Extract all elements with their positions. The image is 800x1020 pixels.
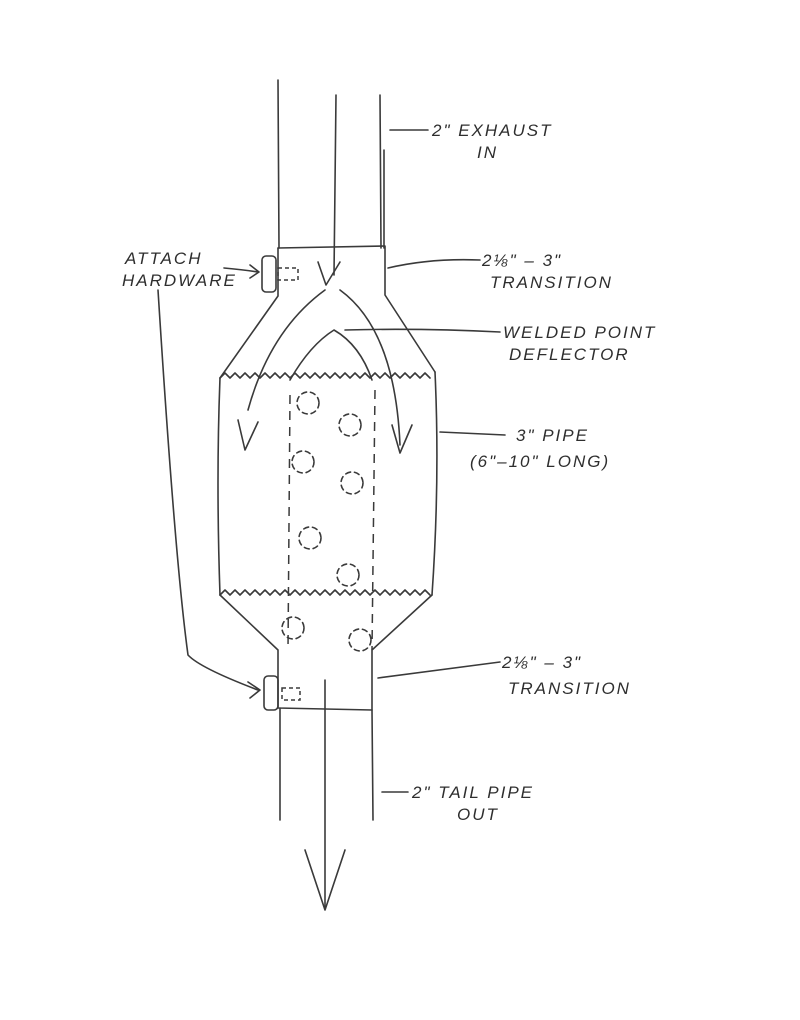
- label-pipe-line1: 3" Pipe: [516, 426, 589, 445]
- flow-arrow-in: [317, 261, 341, 286]
- bottom-transition: [219, 594, 433, 711]
- tail-pipe: [279, 679, 374, 911]
- label-welded-point-deflector: Welded Point Deflector: [503, 322, 656, 366]
- label-exhaust-in: 2" Exhaust In: [432, 120, 553, 164]
- label-deflector-line1: Welded Point: [503, 323, 657, 342]
- label-bottom-transition-line1: 2⅛" – 3": [502, 653, 583, 672]
- label-attach-hardware-line2: Hardware: [122, 271, 237, 290]
- label-tail-pipe-line1: 2" Tail Pipe: [412, 783, 535, 802]
- label-bottom-transition: 2⅛" – 3" Transition: [502, 652, 631, 700]
- label-exhaust-in-line1: 2" Exhaust: [432, 121, 553, 140]
- top-transition: [219, 245, 436, 379]
- label-attach-hardware-line1: Attach: [125, 249, 203, 268]
- label-bottom-transition-line2: Transition: [508, 679, 631, 698]
- label-top-transition-line1: 2⅛" – 3": [482, 251, 563, 270]
- leader-lines: [157, 129, 506, 793]
- label-3in-pipe: 3" Pipe (6"–10" Long): [470, 425, 610, 473]
- attach-hardware-top: [261, 255, 299, 293]
- label-exhaust-in-line2: In: [477, 143, 498, 162]
- label-top-transition: 2⅛" – 3" Transition: [482, 250, 613, 294]
- attach-hardware-bottom: [263, 675, 301, 711]
- label-attach-hardware: Attach Hardware: [122, 248, 237, 292]
- main-pipe-body: [217, 371, 438, 596]
- label-deflector-line2: Deflector: [509, 345, 630, 364]
- inlet-pipe: [277, 79, 385, 276]
- perforated-inner-tube: [281, 389, 376, 652]
- label-top-transition-line2: Transition: [490, 273, 613, 292]
- welded-point-deflector: [237, 289, 413, 454]
- label-tail-pipe-out: 2" Tail Pipe Out: [412, 782, 534, 826]
- label-tail-pipe-line2: Out: [457, 805, 499, 824]
- label-pipe-line2: (6"–10" Long): [470, 452, 611, 471]
